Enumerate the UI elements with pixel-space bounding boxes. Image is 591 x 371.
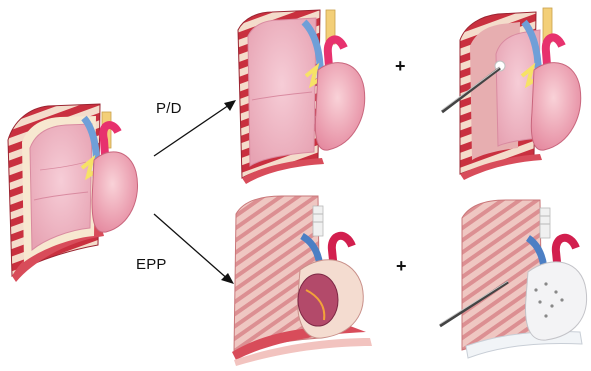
initial-thorax: [8, 104, 138, 282]
epp-result-thorax: [232, 196, 372, 366]
pd2-heart: [531, 63, 580, 151]
epp2-trachea: [540, 208, 550, 238]
epp-trachea: [313, 206, 323, 236]
pd-heart: [315, 63, 364, 151]
label-epp: EPP: [136, 256, 167, 273]
pd-lung: [248, 18, 316, 166]
plus-bottom: +: [396, 256, 407, 277]
label-pd: P/D: [156, 100, 182, 117]
arrow-to-pd-head: [224, 100, 236, 111]
plus-top: +: [395, 56, 406, 77]
epp-surgery-thorax: [440, 200, 587, 358]
epp2-heart: [526, 262, 587, 340]
pd-result-thorax: [238, 10, 365, 184]
pd-surgery-thorax: [442, 8, 581, 180]
heart: [92, 152, 138, 232]
